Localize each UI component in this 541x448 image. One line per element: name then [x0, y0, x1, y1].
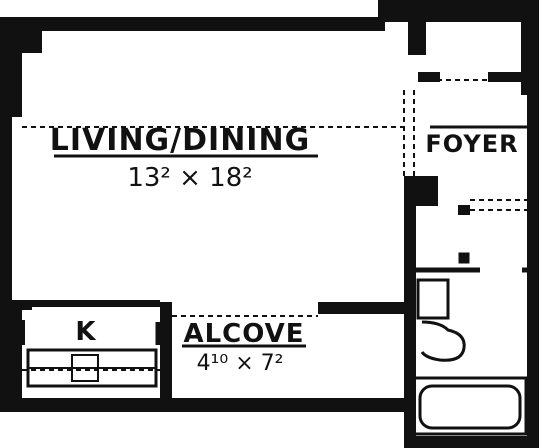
left-windows [3, 120, 9, 300]
kitchen-fixtures [19, 320, 161, 388]
living-dining-label: LIVING/DINING [50, 123, 310, 158]
bathtub-inner [418, 384, 522, 430]
pillar-foyer [408, 20, 426, 55]
dashed-lines [22, 79, 527, 371]
wall-bottom-alcove [160, 398, 412, 412]
wall-bottom-kitchen [0, 398, 172, 412]
wall-left [0, 17, 22, 117]
foyer-stub-right [488, 72, 521, 82]
wall-left-kitchen [0, 306, 22, 411]
toilet-tank [416, 278, 450, 320]
wall-right-outer [521, 0, 539, 95]
kitchen-label: K [75, 317, 96, 347]
wall-top [0, 17, 385, 31]
foyer-label: FOYER [425, 130, 518, 158]
bath-vanity-dot [458, 252, 470, 264]
bath-fixtures [412, 252, 534, 436]
toilet-bowl [420, 320, 466, 362]
corner-block-tl [22, 31, 42, 53]
bathtub [412, 376, 528, 436]
wall-alcove-top [318, 302, 412, 314]
wall-bath-bottom [404, 436, 539, 448]
alcove-dimensions: 4¹⁰ × 7² [197, 351, 284, 376]
foyer-stub-left [418, 72, 440, 82]
wall-top-right-block [378, 0, 536, 22]
wall-left-lower [0, 116, 12, 306]
bath-pillar-small [458, 205, 470, 215]
wall-kitchen-alcove [160, 302, 172, 412]
living-dining-dimensions: 13² × 18² [127, 163, 252, 193]
room-labels: LIVING/DINING 13² × 18² FOYER K ALCOVE 4… [50, 123, 518, 376]
alcove-label: ALCOVE [183, 319, 304, 349]
kitchen-wall-top [22, 300, 160, 307]
